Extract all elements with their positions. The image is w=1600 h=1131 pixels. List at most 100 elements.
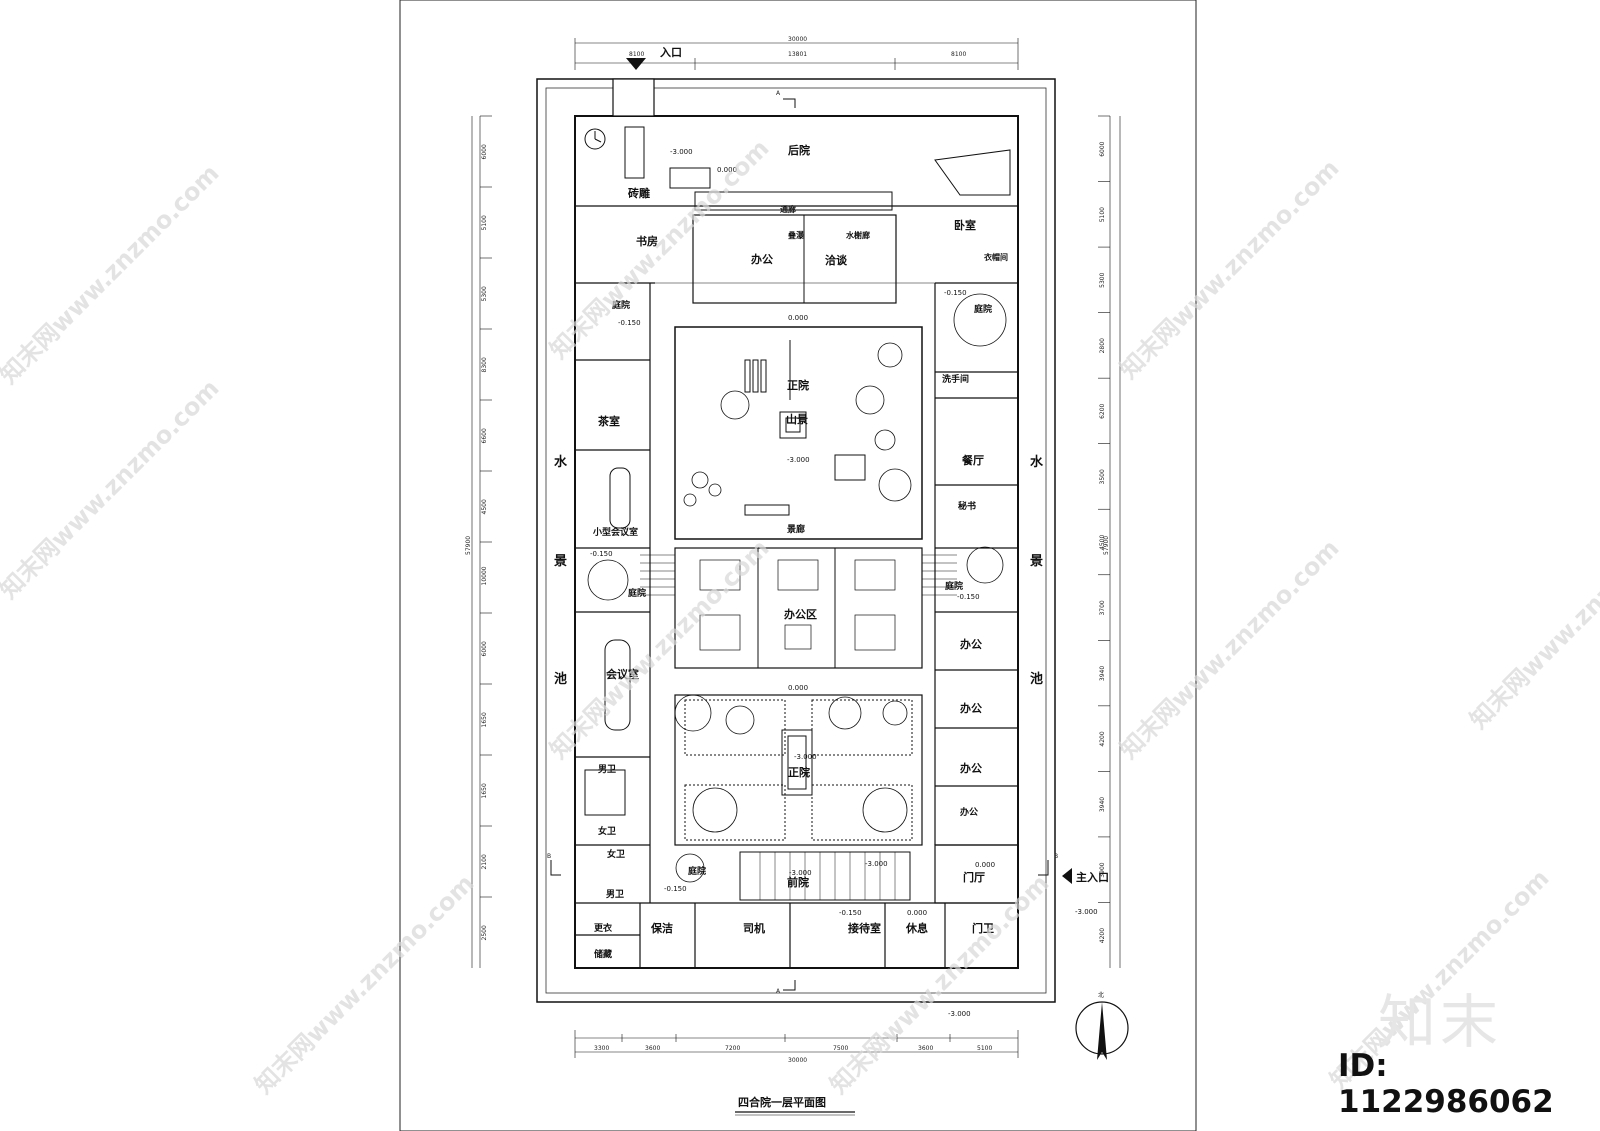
room-lobby: 门厅 (963, 870, 985, 884)
section-a-top: A (776, 90, 781, 97)
room-cleaning: 保洁 (650, 921, 673, 935)
dim-top-seg: 8100 (951, 51, 966, 58)
dim-right-seg: 5300 (1099, 272, 1106, 287)
pool-left-1: 水 (554, 454, 568, 470)
section-a-bottom: A (776, 988, 781, 995)
dim-left-seg: 6000 (481, 641, 488, 656)
room-men-wc-2: 男卫 (606, 889, 624, 900)
room-office-r1: 办公 (960, 637, 982, 651)
room-driver: 司机 (743, 921, 765, 935)
north-label: 北 (1098, 991, 1104, 999)
pool-right-1: 水 (1030, 454, 1044, 470)
elev-label: 0.000 (717, 166, 737, 174)
room-meeting: 会议室 (606, 667, 639, 681)
dim-right-seg: 2800 (1099, 338, 1106, 353)
elev-label: -0.150 (839, 909, 862, 917)
dim-right-seg: 4200 (1099, 928, 1106, 943)
dim-left-seg: 8300 (481, 357, 488, 372)
room-rockery: 山景 (786, 412, 808, 426)
office-area (674, 547, 923, 669)
dim-bottom-seg: 3300 (594, 1045, 609, 1052)
dim-left-seg: 2500 (481, 925, 488, 940)
site-inner-wall (545, 87, 1047, 994)
site-outer-wall (536, 78, 1056, 1003)
drawing-title: 四合院一层平面图 (738, 1095, 826, 1109)
dim-bottom-total: 30000 (788, 1057, 807, 1064)
elev-label: -0.150 (944, 289, 967, 297)
dim-right-seg: 3940 (1099, 666, 1106, 681)
room-tea: 茶室 (597, 414, 620, 428)
elev-label: -0.150 (664, 885, 687, 893)
image-id-label: ID: 1122986062 (1338, 1048, 1554, 1120)
room-office-top: 办公 (751, 252, 773, 266)
elev-label: 0.000 (907, 909, 927, 917)
room-court-right-mid: 庭院 (945, 580, 963, 592)
room-men-wc-1: 男卫 (598, 764, 616, 775)
clock-icon (584, 128, 606, 150)
elev-label: -3.000 (948, 1010, 971, 1018)
dim-left-seg: 1650 (481, 712, 488, 727)
elev-label: -3.000 (789, 869, 812, 877)
lower-court (674, 694, 923, 846)
room-main-court-2: 正院 (788, 765, 810, 779)
elev-label: -3.000 (794, 753, 817, 761)
entrance-arrow-icon (626, 58, 646, 70)
entrance-label: 入口 (660, 46, 682, 59)
dim-right-seg: 4500 (1099, 535, 1106, 550)
watermark-text: 知末网www.znzmo.com (1464, 504, 1600, 734)
pool-left-2: 景 (554, 554, 567, 569)
room-washroom: 洗手间 (942, 373, 969, 385)
elev-label: 0.000 (788, 684, 808, 692)
building-outline (574, 115, 1019, 969)
pool-right-2: 景 (1030, 554, 1043, 569)
room-brick-carving: 砖雕 (628, 186, 650, 200)
room-landscape-corridor: 景廊 (787, 523, 805, 535)
room-water-garden: 水榭廊 (845, 230, 870, 240)
dim-top-total: 30000 (788, 36, 807, 43)
dim-left-seg: 2100 (481, 854, 488, 869)
room-rest: 休息 (905, 921, 928, 935)
pool-right-3: 池 (1030, 671, 1043, 687)
room-main-court: 正院 (787, 378, 809, 392)
dim-left-total: 57900 (465, 536, 472, 555)
elev-label: -3.000 (1075, 908, 1098, 916)
room-small-meeting: 小型会议室 (592, 526, 638, 538)
dim-bottom-seg: 5100 (977, 1045, 992, 1052)
elev-label: -0.150 (618, 319, 641, 327)
dim-left-seg: 4500 (481, 499, 488, 514)
pool-left-3: 池 (554, 671, 567, 687)
elev-label: -3.000 (865, 860, 888, 868)
main-entrance-label: 主入口 (1076, 870, 1109, 884)
room-court-bottom: 庭院 (688, 865, 706, 877)
dim-right-seg: 4200 (1099, 731, 1106, 746)
room-dining: 餐厅 (961, 453, 984, 467)
room-women-wc-1: 女卫 (598, 825, 616, 837)
room-waterfall: 叠瀑 (788, 230, 805, 240)
section-b-left: B (547, 853, 551, 860)
dim-left-seg: 5100 (481, 215, 488, 230)
main-courtyard (674, 326, 923, 540)
room-court-left-top: 庭院 (612, 299, 630, 311)
dim-top-seg: 13801 (788, 51, 807, 58)
room-corridor: 通廊 (780, 204, 796, 214)
dim-left-seg: 10000 (481, 566, 488, 585)
entrance-gate (612, 78, 655, 117)
section-b-right: B (1054, 853, 1058, 860)
dim-left-seg: 6600 (481, 428, 488, 443)
room-office-area: 办公区 (784, 607, 817, 621)
dim-bottom-seg: 7500 (833, 1045, 848, 1052)
room-meeting-talk: 洽谈 (825, 253, 848, 267)
elev-label: -3.000 (787, 456, 810, 464)
dim-left-seg: 6000 (481, 144, 488, 159)
dim-left-seg: 1650 (481, 783, 488, 798)
dim-right-seg: 5100 (1099, 207, 1106, 222)
room-secretary: 秘书 (958, 500, 976, 512)
room-bedroom: 卧室 (954, 218, 976, 232)
dim-right-seg: 6000 (1099, 141, 1106, 156)
watermark-text: 知末网www.znzmo.com (0, 159, 225, 389)
elev-label: 0.000 (975, 861, 995, 869)
elev-label: 0.000 (788, 314, 808, 322)
dim-right-seg: 3700 (1099, 600, 1106, 615)
dim-right-seg: 6200 (1099, 403, 1106, 418)
